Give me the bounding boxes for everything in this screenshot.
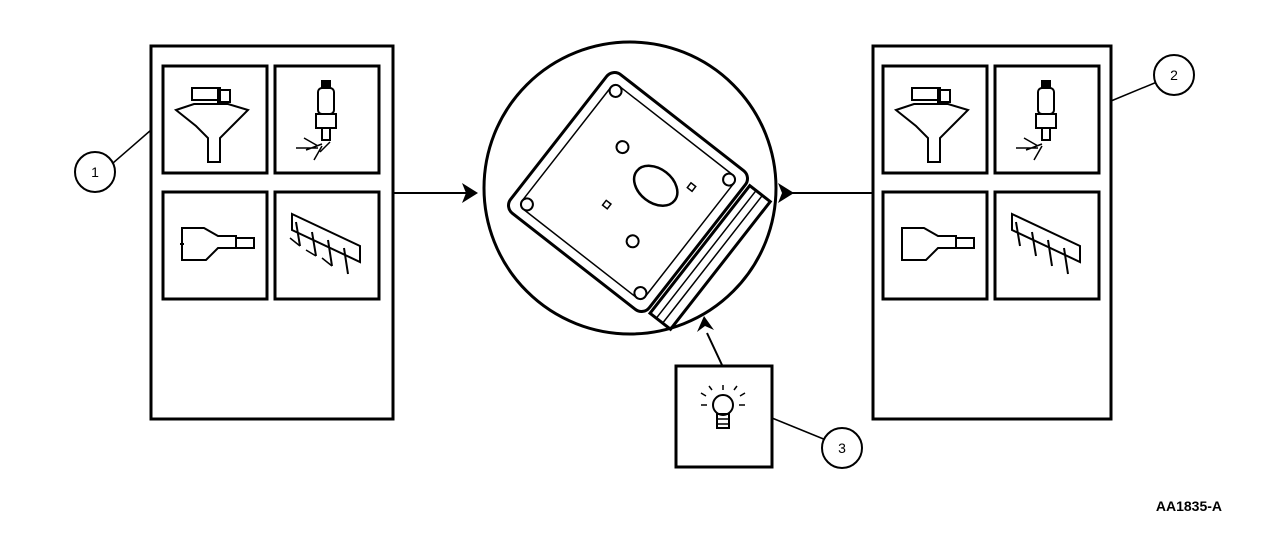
idle-air-control-icon [161, 190, 269, 301]
callout-label-1: 1 [91, 164, 99, 180]
fuel-injector-icon [881, 64, 989, 175]
warning-lamp-icon [674, 364, 774, 469]
callout-1: 1 [74, 129, 152, 193]
callout-label-2: 2 [1170, 67, 1178, 83]
spark-plug-icon [993, 64, 1101, 175]
indicator-to-ecu-line [706, 332, 723, 366]
output-panel [871, 44, 1113, 421]
input-arrow-icon [462, 183, 478, 203]
fuel-rail-icon [273, 190, 381, 301]
ecu-module-icon [482, 40, 778, 336]
arrowheads [462, 183, 794, 332]
spark-plug-icon [273, 64, 381, 175]
callout-3: 3 [771, 417, 863, 469]
fuel-rail-icon [993, 190, 1101, 301]
output-arrow-icon [778, 183, 794, 203]
connection-lines [392, 192, 873, 366]
callout-label-3: 3 [838, 440, 846, 456]
indicator-arrow-icon [697, 316, 714, 332]
fuel-injector-icon [161, 64, 269, 175]
callout-2: 2 [1110, 54, 1195, 102]
input-panel [149, 44, 395, 421]
idle-air-control-icon [881, 190, 989, 301]
figure-id: AA1835-A [1155, 498, 1222, 514]
